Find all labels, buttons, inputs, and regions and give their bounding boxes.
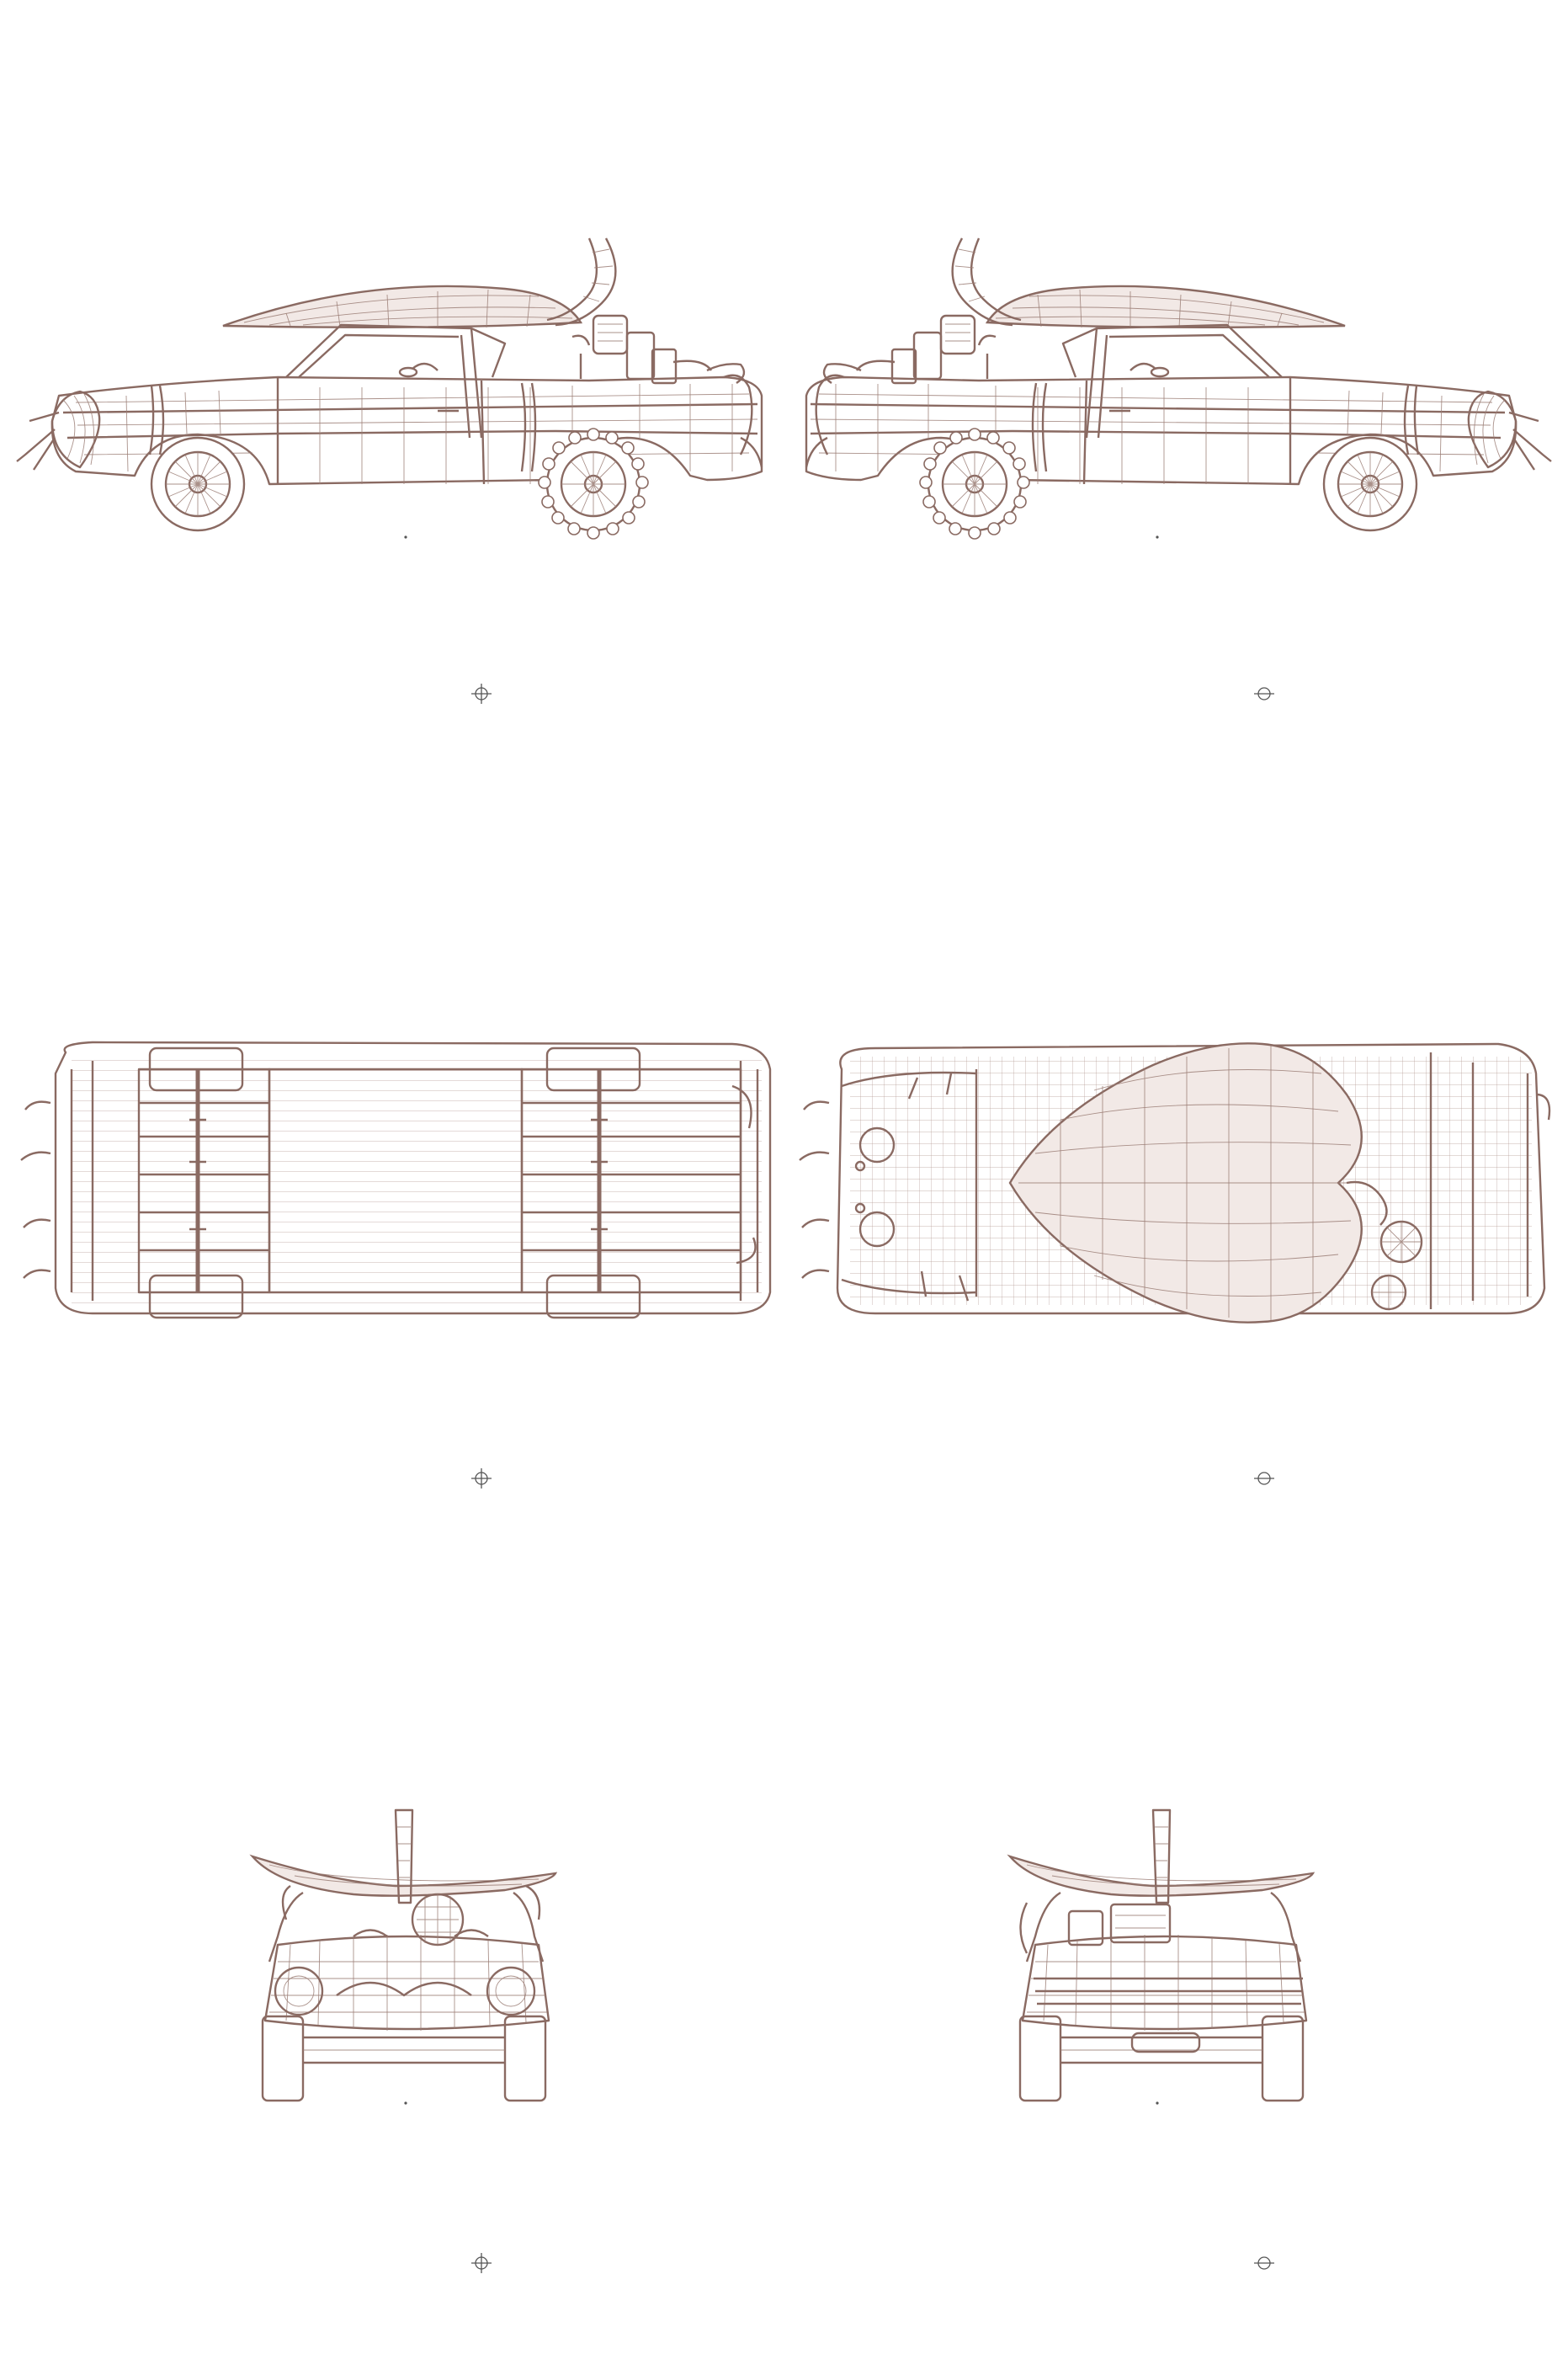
crosshair-icon: [1254, 687, 1274, 700]
origin-dot: [1156, 535, 1159, 539]
side-view-right: [805, 237, 1553, 541]
crosshair-icon: [471, 684, 492, 704]
origin-dot: [404, 535, 407, 539]
crosshair-icon: [1254, 1472, 1274, 1485]
crosshair-icon: [1254, 2256, 1274, 2270]
side-view-left: [15, 237, 763, 541]
origin-dot: [404, 2101, 407, 2105]
crosshair-icon: [471, 1468, 492, 1489]
underside-view: [20, 1041, 772, 1319]
origin-dot: [1156, 2101, 1159, 2105]
front-view: [251, 1808, 557, 2102]
rear-view: [1008, 1808, 1315, 2102]
crosshair-icon: [471, 2253, 492, 2273]
top-view: [799, 1042, 1551, 1323]
